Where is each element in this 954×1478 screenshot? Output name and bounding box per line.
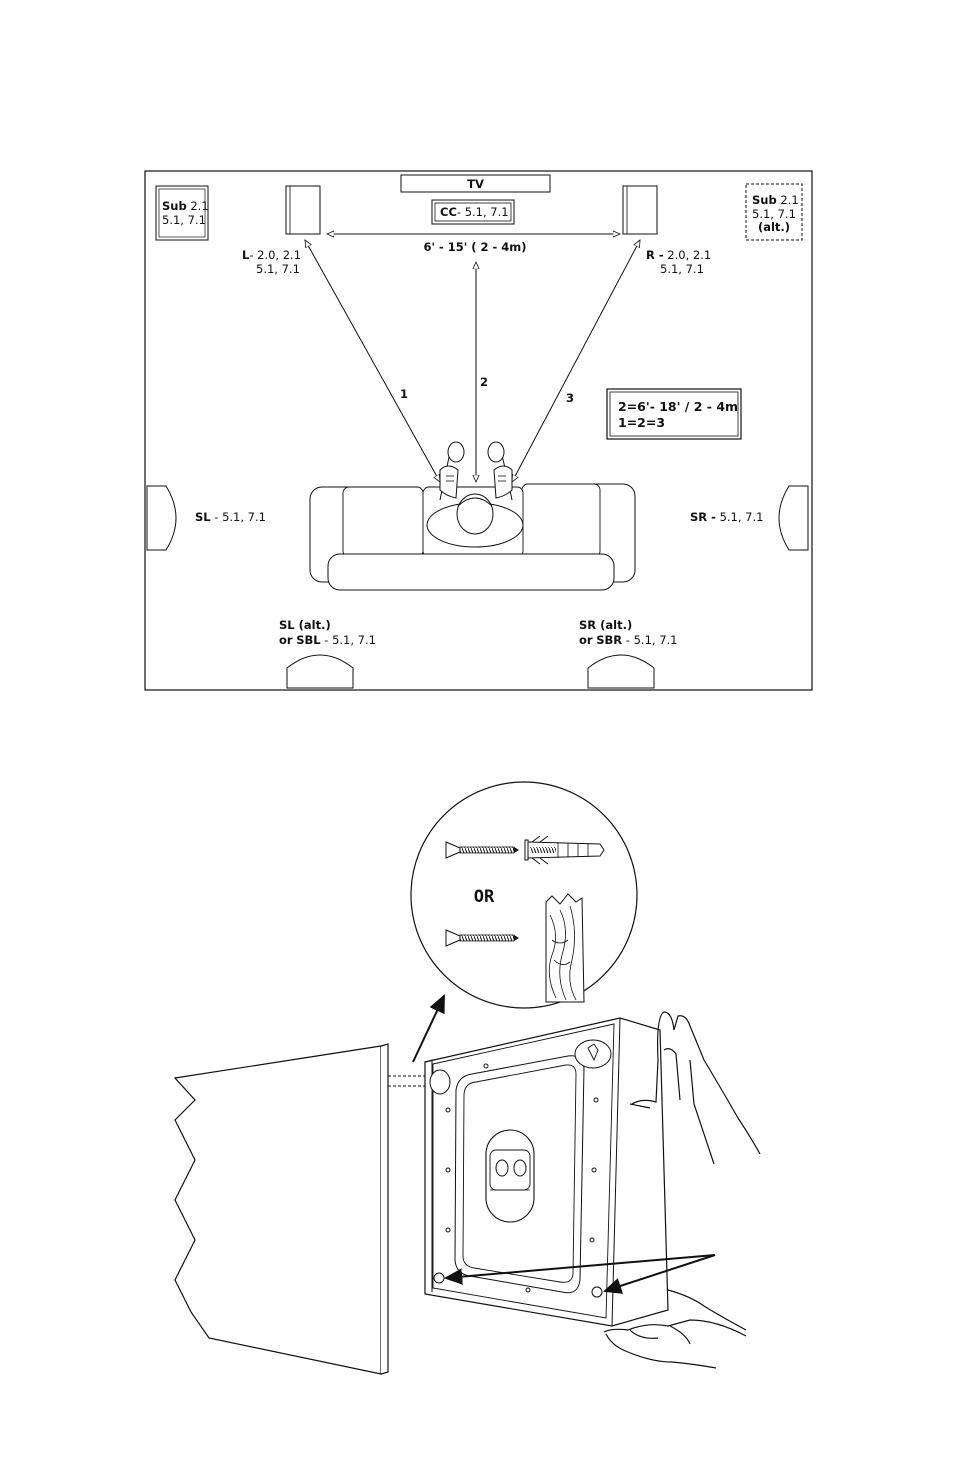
center-speaker-label: CC- 5.1, 7.1	[440, 205, 509, 219]
surround-right-label: SR - 5.1, 7.1	[690, 510, 763, 524]
formula-box	[607, 389, 741, 439]
wood-stud	[546, 894, 584, 1002]
distance-label-1: 1	[400, 387, 408, 401]
distance-label-2: 2	[480, 375, 488, 389]
mounting-hole-bottom-right	[592, 1287, 602, 1297]
mounting-hole-bottom-left	[434, 1273, 444, 1283]
hardware-detail-circle	[411, 782, 637, 1008]
speaker-layout-diagram: TV CC- 5.1, 7.1 L- 2.0, 2.1 5.1, 7.1 R -…	[145, 171, 812, 690]
surround-back-left-line1: SL (alt.)	[279, 618, 331, 632]
front-right-label: R - 2.0, 2.1	[646, 248, 711, 262]
detail-pointer-arrow	[413, 996, 444, 1062]
wall-mounting-diagram: OR	[175, 782, 760, 1374]
front-left-label: L- 2.0, 2.1	[242, 248, 301, 262]
wall-section	[175, 1044, 388, 1374]
keyhole-mount-left	[430, 1070, 450, 1094]
distance-label-3: 3	[566, 391, 574, 405]
sub-right-note: (alt.)	[758, 220, 790, 234]
surround-left-label: SL - 5.1, 7.1	[195, 510, 266, 524]
speaker-back-panel	[425, 1018, 668, 1326]
front-right-configs: 5.1, 7.1	[660, 262, 704, 276]
front-left-configs: 5.1, 7.1	[256, 262, 300, 276]
sub-left-label: Sub 2.1	[162, 199, 209, 213]
tv-label: TV	[467, 177, 484, 191]
surround-back-left-line2: or SBL - 5.1, 7.1	[279, 633, 376, 647]
formula-line-2: 1=2=3	[618, 415, 665, 430]
sub-left-configs: 5.1, 7.1	[162, 213, 206, 227]
sub-right-label: Sub 2.1	[752, 193, 799, 207]
front-right-speaker	[623, 186, 657, 234]
sub-right-configs: 5.1, 7.1	[752, 207, 796, 221]
formula-line-1: 2=6'- 18' / 2 - 4m	[618, 399, 738, 414]
surround-back-right-line1: SR (alt.)	[579, 618, 632, 632]
front-distance-label: 6' - 15' ( 2 - 4m)	[423, 240, 526, 254]
front-left-speaker	[286, 186, 320, 234]
surround-back-right-line2: or SBR - 5.1, 7.1	[579, 633, 678, 647]
hardware-or-label: OR	[474, 887, 495, 907]
